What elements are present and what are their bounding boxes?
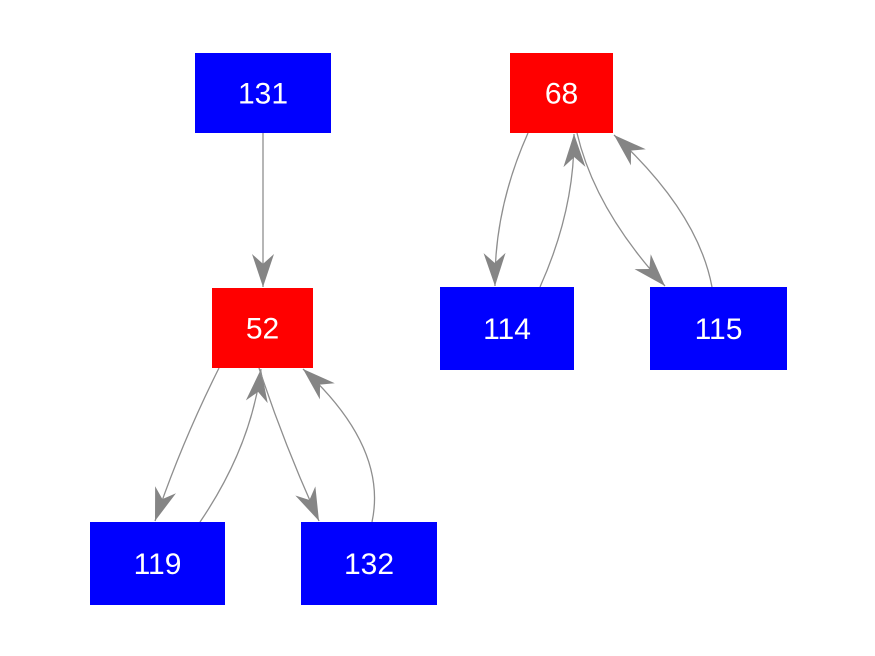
node-box-115[interactable]	[650, 287, 787, 370]
arrowhead-icon-52-132	[295, 486, 319, 521]
node-box-132[interactable]	[301, 522, 437, 605]
arrowhead-icon-52-119	[155, 486, 176, 521]
edge-68-114	[483, 132, 529, 287]
arrowhead-icon-115-68	[614, 135, 646, 166]
node-114[interactable]: 114	[440, 287, 574, 370]
edge-114-68	[539, 133, 586, 288]
edge-52-119	[154, 367, 220, 522]
edge-131-52	[252, 133, 274, 287]
edge-52-132	[258, 367, 320, 522]
edge-line-115-68	[613, 134, 713, 288]
node-box-52[interactable]	[212, 288, 313, 368]
node-68[interactable]: 68	[510, 53, 613, 133]
node-131[interactable]: 131	[195, 53, 331, 133]
node-box-114[interactable]	[440, 287, 574, 370]
node-box-131[interactable]	[195, 53, 331, 133]
arrowhead-icon-132-52	[303, 369, 335, 400]
node-119[interactable]: 119	[90, 522, 225, 605]
edge-line-132-52	[302, 368, 376, 523]
edge-132-52	[302, 368, 376, 523]
arrowhead-icon-68-115	[634, 254, 665, 286]
arrowhead-icon-131-52	[252, 254, 274, 287]
edge-line-68-115	[576, 132, 666, 287]
node-box-68[interactable]	[510, 53, 613, 133]
edge-115-68	[613, 134, 713, 288]
edge-line-52-119	[154, 367, 220, 522]
node-115[interactable]: 115	[650, 287, 787, 370]
node-52[interactable]: 52	[212, 288, 313, 368]
edge-119-52	[199, 368, 268, 523]
arrowhead-icon-68-114	[483, 252, 506, 286]
node-132[interactable]: 132	[301, 522, 437, 605]
edge-line-52-132	[258, 367, 320, 522]
edge-68-115	[576, 132, 666, 287]
arrowhead-icon-114-68	[563, 134, 586, 168]
node-box-119[interactable]	[90, 522, 225, 605]
